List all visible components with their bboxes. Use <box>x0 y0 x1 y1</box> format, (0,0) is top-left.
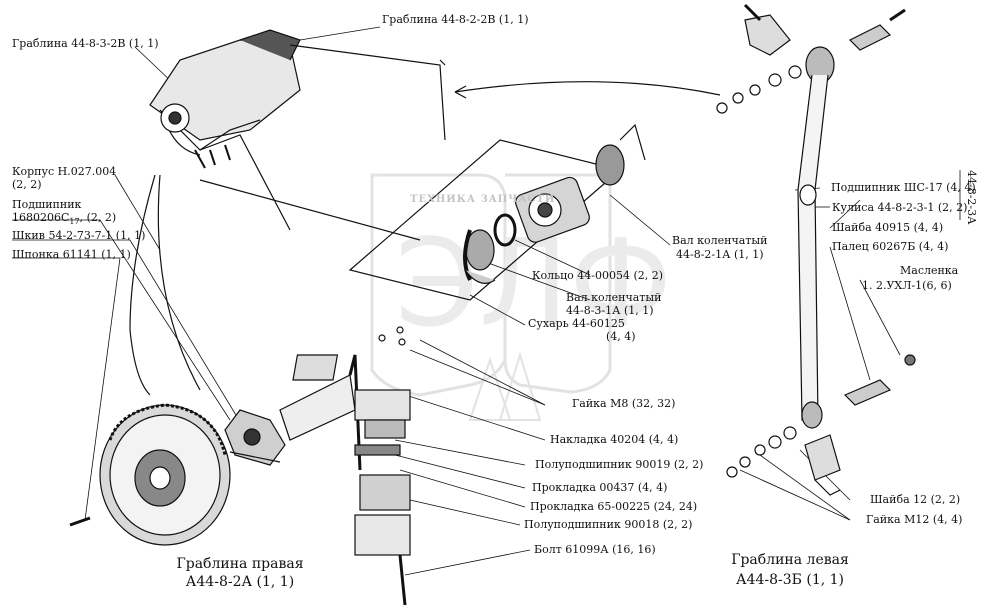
label-podshipnik-shs: Подшипник ШС-17 (4, 4) <box>831 181 976 194</box>
caption-right-title: Граблина правая <box>176 556 304 572</box>
label-podshipnik-sub: 17 <box>69 217 80 227</box>
label-korpus-line1: Корпус Н.027.004 <box>12 165 117 178</box>
label-prokladka-00437: Прокладка 00437 (4, 4) <box>532 481 668 494</box>
label-polupodshipnik-90019: Полуподшипник 90019 (2, 2) <box>535 458 704 471</box>
transfer-arrow <box>454 81 721 99</box>
label-gaika-m12: Гайка М12 (4, 4) <box>866 513 963 526</box>
label-bolt: Болт 61099А (16, 16) <box>534 543 656 556</box>
label-kulisa: Кулиса 44-8-2-3-1 (2, 2) <box>832 201 968 214</box>
label-shaiba-40915: Шайба 40915 (4, 4) <box>832 221 944 234</box>
label-nakladka: Накладка 40204 (4, 4) <box>550 433 679 446</box>
label-podshipnik-code: 1680206С <box>12 211 70 224</box>
label-shaiba-12: Шайба 12 (2, 2) <box>870 493 961 506</box>
caption-left-code: А44-8-3Б (1, 1) <box>735 572 845 588</box>
label-grablina-44-8-3-2v: Граблина 44-8-3-2В (1, 1) <box>12 37 159 50</box>
label-gaika-m8: Гайка М8 (32, 32) <box>572 397 676 410</box>
label-grablina-44-8-2-2v: Граблина 44-8-2-2В (1, 1) <box>382 13 529 26</box>
label-vertical-code: 44-8-2-3А <box>965 170 978 225</box>
label-polupodshipnik-90018: Полуподшипник 90018 (2, 2) <box>524 518 693 531</box>
crankshaft-center <box>348 123 646 301</box>
rake-left-assembly <box>716 3 916 496</box>
label-val-kolenchatyi-a-line2: 44-8-2-1А (1, 1) <box>676 248 764 261</box>
label-koltso: Кольцо 44-00054 (2, 2) <box>532 269 664 282</box>
label-shponka: Шпонка 61141 (1, 1) <box>12 248 131 261</box>
bracket-stack <box>279 326 411 606</box>
label-maslenka-line1: Масленка <box>900 264 959 277</box>
label-palets: Палец 60267Б (4, 4) <box>832 240 949 253</box>
caption-right-code: А44-8-2А (1, 1) <box>185 574 295 590</box>
label-shkiv: Шкив 54-2-73-7-1 (1, 1) <box>12 229 146 242</box>
caption-left-title: Граблина левая <box>731 552 849 568</box>
label-maslenka-line2: 1. 2.УХЛ-1(6, 6) <box>862 279 952 292</box>
label-prokladka-65: Прокладка 65-00225 (24, 24) <box>530 500 698 513</box>
label-val-kolenchatyi-b-line2: 44-8-3-1А (1, 1) <box>566 304 654 317</box>
bearing-housing <box>224 409 286 466</box>
label-sukhar-line2: (4, 4) <box>606 330 636 343</box>
watermark-text: ТЕХНИКА ЗАПЧАСТИ <box>410 194 556 205</box>
label-sukhar-line1: Сухарь 44-60125 <box>528 317 625 330</box>
label-korpus-line2: (2, 2) <box>12 178 42 191</box>
label-val-kolenchatyi-a-line1: Вал коленчатый <box>672 234 768 247</box>
leader-lines <box>12 26 961 576</box>
label-podshipnik-line1: Подшипник <box>12 198 82 211</box>
rake-right-assembly <box>129 29 446 396</box>
pulley-wheel <box>69 403 231 546</box>
label-podshipnik-line2: 1680206С17, (2, 2) <box>12 212 116 228</box>
label-podshipnik-qty: , (2, 2) <box>79 211 117 224</box>
label-val-kolenchatyi-b-line1: Вал коленчатый <box>566 291 662 304</box>
